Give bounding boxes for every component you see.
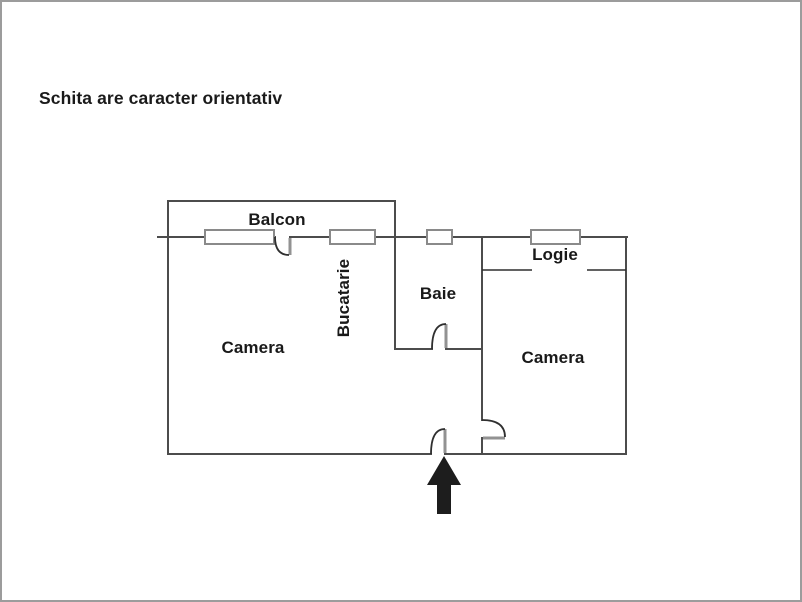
window-bucatarie-icon: [329, 229, 376, 245]
disclaimer-text: Schita are caracter orientativ: [39, 88, 283, 108]
room-logie: Logie: [532, 245, 578, 264]
window-camera-left-icon: [204, 229, 275, 245]
door-arcs: [274, 236, 506, 455]
room-baie: Baie: [420, 284, 456, 303]
windows: [204, 229, 581, 245]
room-balcon: Balcon: [248, 210, 305, 229]
room-label-camera-left: Camera: [222, 338, 285, 357]
room-camera-right: Camera: [522, 348, 585, 367]
room-label-logie: Logie: [532, 245, 578, 264]
camera-right-door-arc-icon: [481, 419, 506, 438]
window-logie-icon: [530, 229, 581, 245]
room-labels: Balcon Bucatarie Baie Camera Logie Camer…: [222, 210, 585, 367]
baie-door-arc-icon: [431, 323, 447, 350]
window-baie-icon: [426, 229, 453, 245]
door-leaves: [288, 238, 505, 453]
room-label-baie: Baie: [420, 284, 456, 303]
room-label-camera-right: Camera: [522, 348, 585, 367]
room-label-balcon: Balcon: [248, 210, 305, 229]
room-camera-left: Camera: [222, 338, 285, 357]
room-label-bucatarie: Bucatarie: [334, 259, 353, 337]
entrance-door-arc-icon: [430, 428, 446, 455]
room-bucatarie: Bucatarie: [334, 259, 353, 337]
balcony-door-arc-icon: [274, 236, 290, 256]
entrance-arrow-icon: [427, 456, 461, 514]
